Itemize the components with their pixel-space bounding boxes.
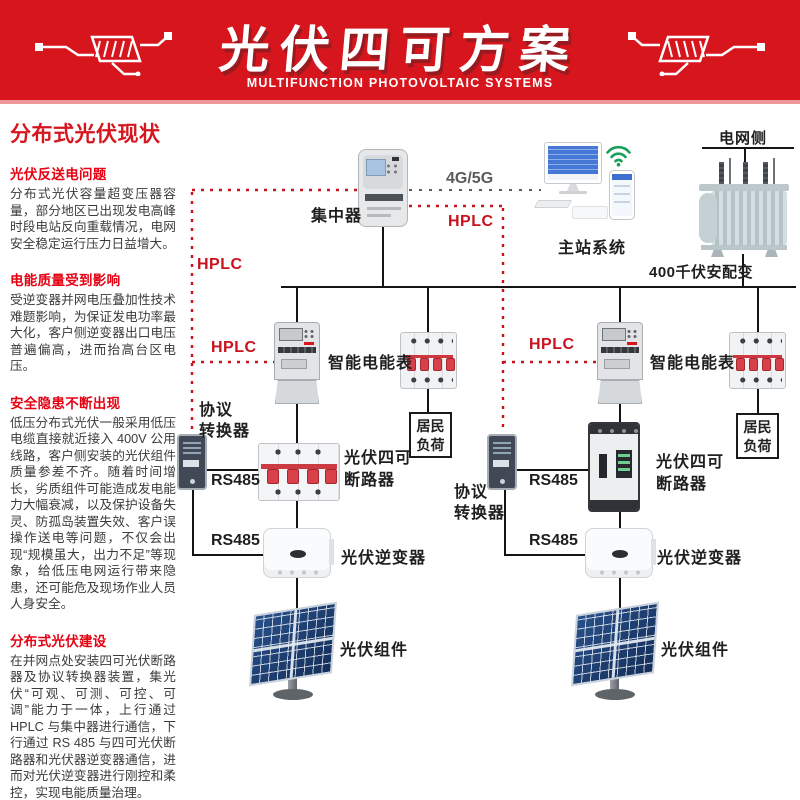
concentrator-terminal-band	[365, 194, 403, 201]
resident-load-box-right: 居民 负荷	[736, 413, 779, 459]
resident-load-line2: 负荷	[743, 438, 772, 454]
section-pv-construction: 分布式光伏建设 在并网点处安装四可光伏断路器及协议转换器装置，集光伏“可观、可测…	[10, 630, 176, 800]
master-station-label: 主站系统	[558, 240, 627, 257]
protocol-converter-label-right: 协议转换器	[454, 484, 506, 522]
smart-meter-left	[274, 322, 320, 404]
smart-meter-right	[597, 322, 643, 404]
comms-box	[572, 206, 608, 219]
mobile-phone	[609, 170, 635, 220]
resident-load-line1: 居民	[416, 418, 445, 434]
smart-meter-label-right: 智能电能表	[650, 355, 736, 372]
sidebar-title: 分布式光伏现状	[10, 123, 161, 146]
concentrator-port	[392, 157, 399, 161]
section-power-quality: 电能质量受到影响 受逆变器并网电压叠加性技术难题影响，为保证发电功率最大化，客户…	[10, 269, 176, 375]
pv-inverter-left	[263, 528, 334, 578]
hplc-label-left-meter: HPLC	[211, 339, 257, 356]
pv-inverter-label-left: 光伏逆变器	[341, 550, 427, 567]
header-divider	[0, 100, 800, 104]
pv-breaker-label-left: 光伏四可断路器	[344, 450, 413, 489]
section-safety-hazards: 安全隐患不断出现 低压分布式光伏一般采用低压电缆直接就近接入 400V 公用线路…	[10, 392, 176, 613]
concentrator-label: 集中器	[311, 208, 363, 225]
section-body: 低压分布式光伏一般采用低压电缆直接就近接入 400V 公用线路，客户侧安装的光伏…	[10, 415, 176, 612]
wireless-label: 4G/5G	[446, 170, 494, 187]
circuit-decoration-right	[628, 32, 765, 76]
pv-breaker-left	[258, 443, 340, 501]
section-heading: 电能质量受到影响	[10, 273, 121, 288]
section-body: 分布式光伏容量超变压器容量，部分地区已出现发电高峰时段电站反向重载情况，电网安全…	[10, 187, 176, 251]
wifi-icon	[606, 145, 631, 167]
hplc-label-top: HPLC	[448, 213, 494, 230]
concentrator-panel	[363, 155, 403, 189]
smart-meter-label-left: 智能电能表	[328, 355, 414, 372]
header-banner: 光伏四可方案 MULTIFUNCTION PHOTOVOLTAIC SYSTEM…	[0, 0, 800, 100]
resident-breaker-left	[400, 332, 457, 389]
concentrator-device	[358, 149, 408, 227]
resident-load-box-left: 居民 负荷	[409, 412, 452, 458]
section-body: 在并网点处安装四可光伏断路器及协议转换器装置，集光伏“可观、可测、可控、可调”能…	[10, 653, 176, 800]
resident-load-line1: 居民	[743, 419, 772, 435]
transformer-label: 400千伏安配变	[649, 264, 754, 281]
distribution-transformer	[699, 158, 789, 258]
concentrator-buttons	[385, 163, 399, 175]
dashboard-screen	[548, 146, 598, 175]
section-pv-backfeed: 光伏反送电问题 分布式光伏容量超变压器容量，部分地区已出现发电高峰时段电站反向重…	[10, 163, 176, 252]
pv-inverter-right	[585, 528, 656, 578]
solar-panel-face	[571, 601, 659, 687]
section-heading: 分布式光伏建设	[10, 633, 107, 649]
rs485-label-left-lower: RS485	[211, 532, 260, 549]
solar-panel-face	[249, 601, 337, 687]
section-body: 受逆变器并网电压叠加性技术难题影响，为保证发电功率最大化，客户侧逆变器出口电压普…	[10, 293, 176, 373]
protocol-converter-right	[487, 434, 517, 490]
grid-side-label: 电网侧	[719, 130, 768, 147]
rs485-label-right-upper: RS485	[529, 472, 578, 489]
pv-breaker-label-right: 光伏四可断路器	[656, 454, 725, 493]
master-station-computer	[544, 142, 602, 204]
hplc-lines	[190, 188, 598, 433]
pv-module-label-left: 光伏组件	[340, 642, 409, 659]
pv-module-label-right: 光伏组件	[661, 642, 730, 659]
pv-inverter-label-right: 光伏逆变器	[657, 550, 743, 567]
rs485-label-right-lower: RS485	[529, 532, 578, 549]
protocol-converter-label-left: 协议转换器	[199, 402, 251, 440]
circuit-decoration-left	[35, 32, 172, 76]
section-heading: 安全隐患不断出现	[10, 395, 121, 411]
resident-load-line2: 负荷	[416, 437, 445, 453]
section-heading: 光伏反送电问题	[10, 167, 107, 182]
poster-subtitle: MULTIFUNCTION PHOTOVOLTAIC SYSTEMS	[246, 76, 554, 90]
pv-module-left	[245, 601, 345, 700]
monitor	[544, 142, 602, 184]
resident-breaker-right	[729, 332, 786, 389]
power-lines	[192, 147, 796, 622]
hplc-label-right-meter: HPLC	[529, 336, 575, 353]
rs485-label-left-upper: RS485	[211, 472, 260, 489]
pv-breaker-right	[588, 422, 640, 512]
keyboard	[533, 200, 573, 208]
pv-module-right	[567, 601, 667, 700]
protocol-converter-left	[177, 434, 207, 490]
breaker-display	[616, 450, 632, 478]
hplc-label-left-vertical: HPLC	[197, 256, 243, 273]
concentrator-lcd	[366, 159, 386, 176]
sidebar-text-column: 分布式光伏现状 光伏反送电问题 分布式光伏容量超变压器容量，部分地区已出现发电高…	[10, 118, 176, 800]
